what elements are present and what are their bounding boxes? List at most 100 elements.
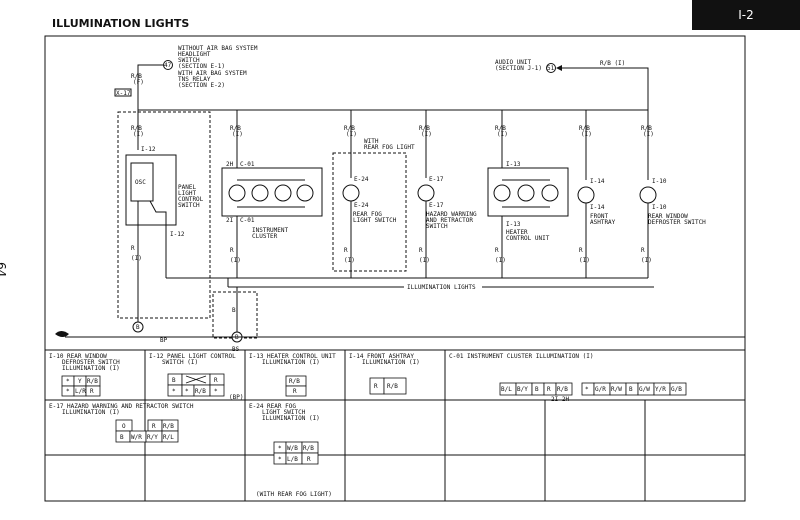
diagram-label: HAZARD WARNING [426,211,477,218]
diagram-label: (I) [643,131,654,138]
diagram-label: ILLUMINATION (I) [362,359,420,366]
diagram-label: ILLUMINATION (I) [62,365,120,372]
diagram-label: BS [232,346,240,353]
diagram-label: AND RETRACTOR [426,217,473,224]
diagram-label: W/B [287,445,298,452]
diagram-label: R/B [419,125,430,132]
diagram-label: (SECTION J-1) [495,65,542,72]
diagram-label: R/B [557,386,568,393]
diagram-label: SWITCH [426,223,448,230]
diagram-label: 51 [547,65,555,72]
diagram-label: LIGHT [178,190,196,197]
diagram-label: E-17 [429,202,444,209]
ground-circuit: B B BP B BS [55,287,745,353]
diagram-label: E-17 [429,176,444,183]
diagram-label: B [120,434,124,441]
diagram-label: REAR FOG LIGHT [364,144,415,151]
connector-i12: I-12 PANEL LIGHT CONTROL SWITCH (I) B R … [149,353,243,401]
diagram-label: * [66,388,70,395]
diagram-label: L/B [287,456,298,463]
instrument-cluster: 2H C-01 2I C-01 INSTRUMENT CLUSTER R(I) [221,161,323,278]
diagram-label: R/B [495,125,506,132]
rear-fog-light-switch: E-24 E-24 REAR FOG LIGHT SWITCH R(I) [332,152,407,278]
diagram-label: B/Y [517,386,528,393]
bulb-icon [577,186,595,204]
diagram-label: * [185,388,189,395]
page-code: I-2 [738,8,754,22]
connector-grid [45,350,745,501]
diagram-label: I-10 REAR WINDOW [49,353,107,360]
diagram-label: PANEL [178,184,196,191]
diagram-label: B [172,377,176,384]
diagram-label: E-24 [354,202,369,209]
diagram-label: R/B [579,125,590,132]
diagram-label: R [547,386,551,393]
diagram-label: I-12 [141,146,156,153]
diagram-label: B [629,386,633,393]
diagram-label: * [214,388,218,395]
audio-feed: AUDIO UNIT (SECTION J-1) 51 R/B (I) [495,59,649,110]
connector-i13: I-13 HEATER CONTROL UNIT ILLUMINATION (I… [249,353,336,397]
diagram-label: I-13 HEATER CONTROL UNIT [249,353,336,360]
diagram-label: G/W [639,386,650,393]
diagram-label: OSC [135,179,146,186]
diagram-label: REAR WINDOW [648,213,688,220]
diagram-label: B/L [501,386,512,393]
diagram-label: (I) [581,131,592,138]
diagram-label: (I) [131,255,142,262]
bulb-icon [541,184,559,202]
diagram-label: FRONT [590,213,608,220]
diagram-label: 2H [226,161,234,168]
diagram-label: E-24 [354,176,369,183]
connector-i14: I-14 FRONT ASHTRAY ILLUMINATION (I) R R/… [349,353,420,395]
diagram-label: (I) [497,131,508,138]
diagram-label: 47 [164,62,172,69]
diagram-label: O [122,423,126,430]
diagram-label: (I) [421,131,432,138]
ground-symbol-icon [55,331,69,337]
diagram-label: WITH AIR BAG SYSTEM [178,70,247,77]
diagram-label: * [66,378,70,385]
bulb-icon [417,184,435,202]
diagram-label: E-24 REAR FOG [249,403,296,410]
diagram-label: R [307,456,311,463]
bulb-icon [228,184,246,202]
diagram-label: R/B [641,125,652,132]
diagram-label: ILLUMINATION (I) [62,409,120,416]
diagram-label: B [232,307,236,314]
bulb-icon [342,184,360,202]
diagram-label: I-13 [506,161,521,168]
diagram-label: G/R [595,386,606,393]
diagram-label: DEFROSTER SWITCH [648,219,706,226]
diagram-label: SWITCH [178,57,200,64]
diagram-label: C-01 [240,161,255,168]
diagram-label: (SECTION E-1) [178,63,225,70]
diagram-label: R [214,377,218,384]
connector-e17: E-17 HAZARD WARNING AND RETRACTOR SWITCH… [49,403,194,443]
diagram-label: (I) [579,257,590,264]
ground-point-bp [132,321,144,333]
diagram-label: DEFROSTER SWITCH [62,359,120,366]
diagram-label: R/B [131,73,142,80]
diagram-label: I-14 [590,178,605,185]
diagram-label: * [278,445,282,452]
diagram-label: (I) [232,131,243,138]
connector-c01: C-01 INSTRUMENT CLUSTER ILLUMINATION (I)… [449,353,687,403]
diagram-label: R/W [611,386,622,393]
page-code-tab: I-2 [692,0,800,30]
connector-e24: E-24 REAR FOG LIGHT SWITCH ILLUMINATION … [249,403,332,498]
diagram-label: R [152,423,156,430]
diagram-label: (BP) [229,394,243,401]
diagram-label: (I) [230,257,241,264]
diagram-label: (I) [133,131,144,138]
diagram-label: WITHOUT AIR BAG SYSTEM [178,45,258,52]
diagram-label: Y [78,378,82,385]
diagram-label: HEADLIGHT [178,51,211,58]
diagram-label: ILLUMINATION (I) [262,359,320,366]
diagram-label: G/B [671,386,682,393]
diagram-label: (I) [344,257,355,264]
diagram-label: LIGHT SWITCH [262,409,306,416]
diagram-label: CONTROL [178,196,204,203]
diagram-label: W/R [131,434,142,441]
diagram-label: R/B [289,378,300,385]
